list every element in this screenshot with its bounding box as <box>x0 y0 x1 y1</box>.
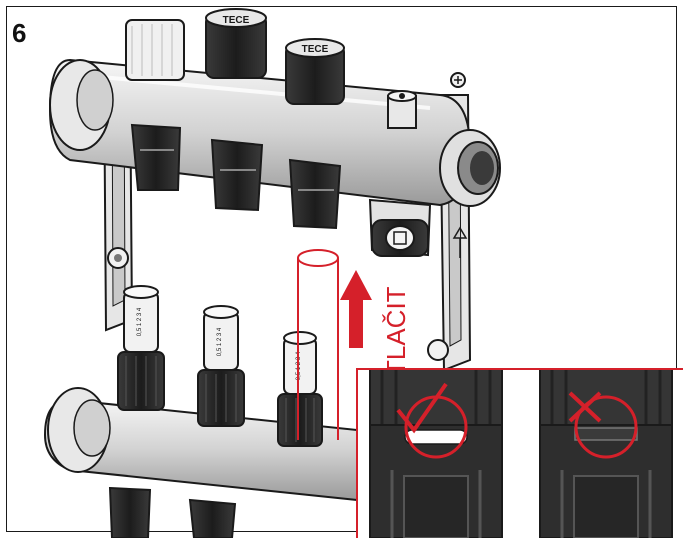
cross-icon <box>568 391 602 423</box>
highlight-circle-wrong <box>574 395 638 459</box>
top-cap-3: TECE <box>285 38 345 105</box>
top-outlets <box>130 123 342 230</box>
valve-knob <box>368 198 432 257</box>
top-cap-1 <box>125 19 185 81</box>
check-icon <box>396 382 448 434</box>
inset-panel <box>356 368 683 538</box>
inset-correct-fitting <box>369 369 503 538</box>
cap-brand-text: TECE <box>302 44 329 55</box>
gauge-scale: 0,5 1 2 3 4 <box>217 327 223 356</box>
pipe-outline <box>297 249 339 440</box>
push-arrow-icon <box>340 270 372 348</box>
cap-brand-text: TECE <box>223 15 250 26</box>
top-manifold-bar <box>48 58 501 207</box>
flow-meter-2: 0,5 1 2 3 4 <box>197 305 245 427</box>
push-label: TLAČIT <box>381 286 411 376</box>
top-cap-2: TECE <box>205 8 267 79</box>
flow-meter-3: 0,5 1 2 3 4 <box>277 331 323 447</box>
gauge-scale: 0,5 1 2 3 4 <box>137 307 143 336</box>
inset-wrong-fitting <box>539 369 673 538</box>
inset-border <box>356 368 683 538</box>
flow-meter-1: 0,5 1 2 3 4 <box>117 285 165 411</box>
step-number: 6 <box>12 18 26 48</box>
frame-border <box>6 6 677 532</box>
